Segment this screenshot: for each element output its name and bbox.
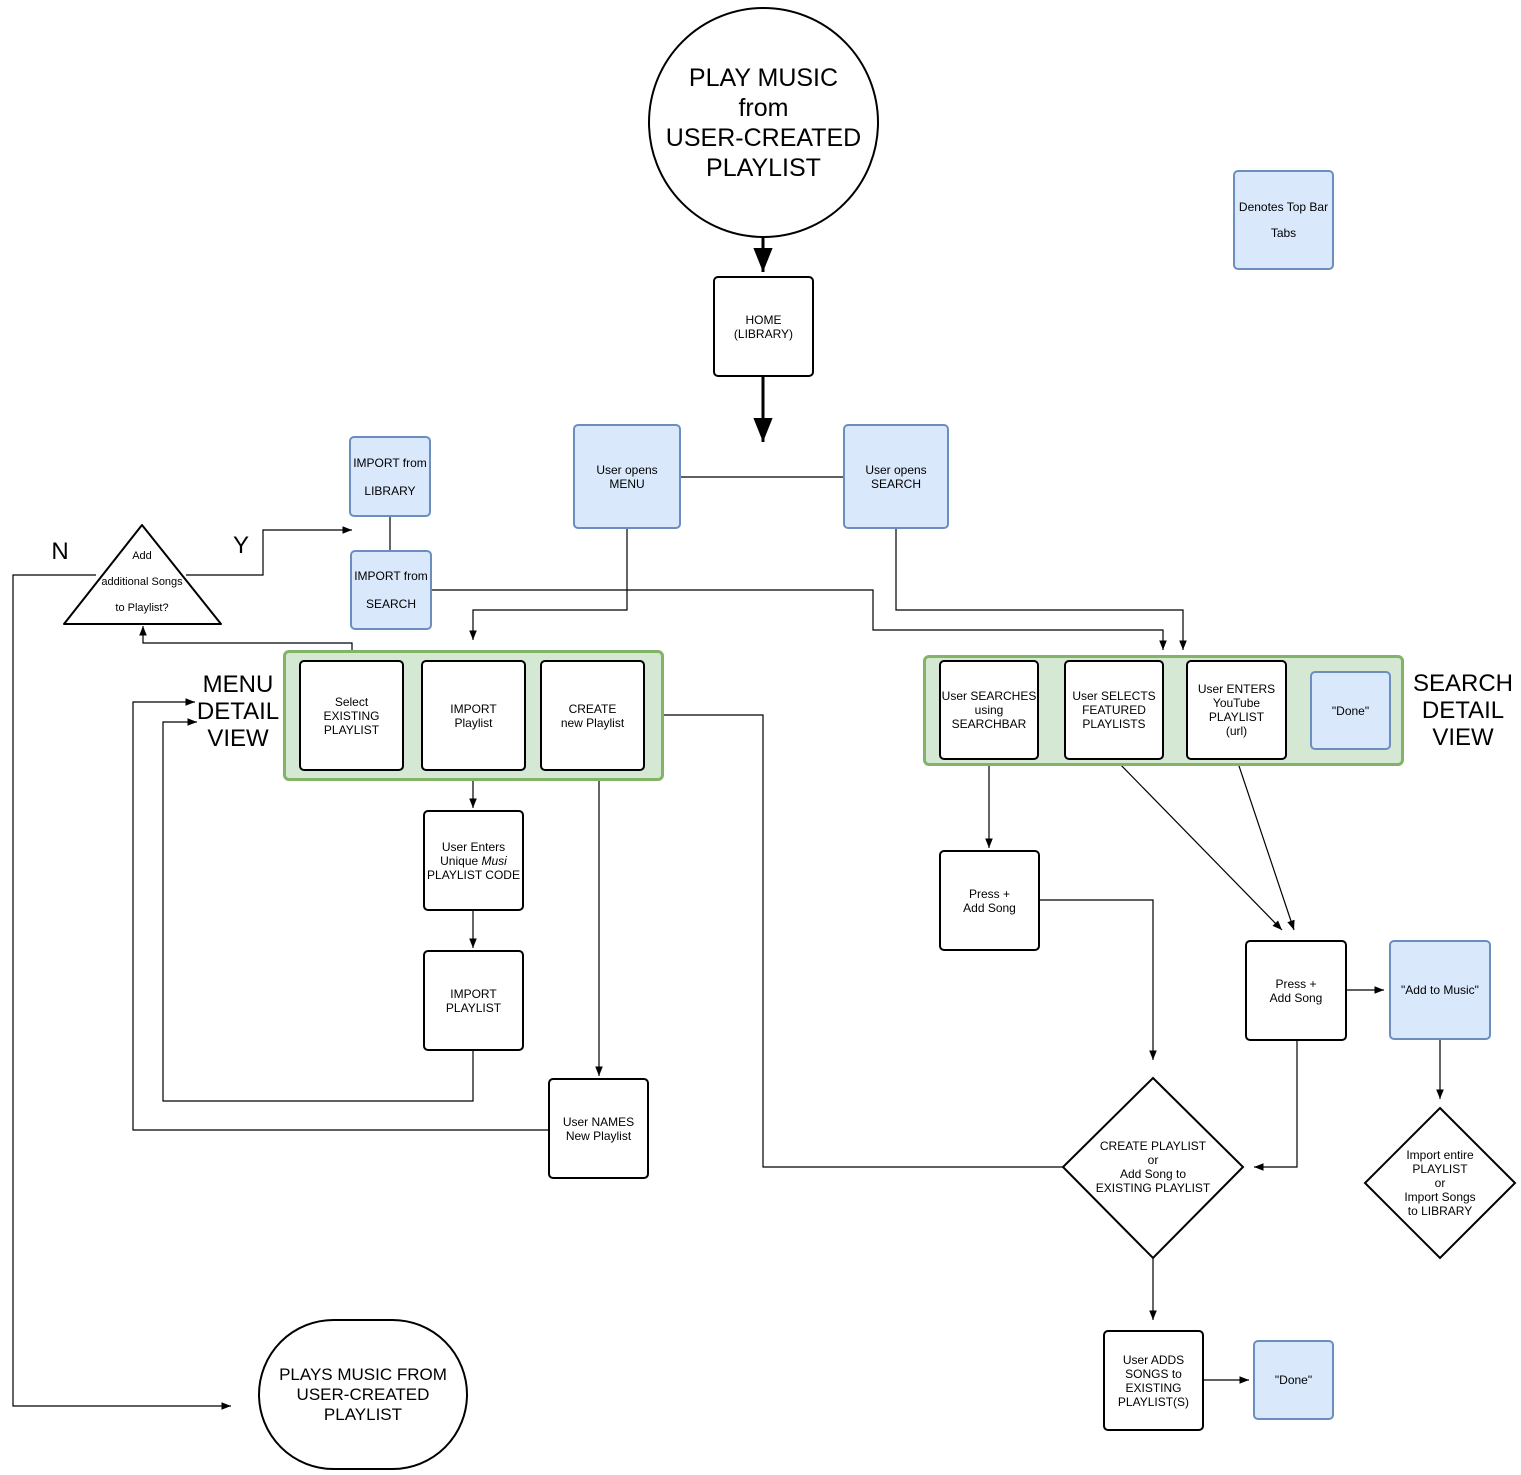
arrow-featured-add <box>1115 759 1283 931</box>
enter-code-line3: PLAYLIST CODE <box>427 867 520 882</box>
arrow-menu-detail <box>469 529 628 640</box>
import-choice-diamond <box>1363 1106 1517 1260</box>
arrow-names-back <box>132 698 548 1131</box>
create-or-add-diamond <box>1061 1076 1245 1260</box>
no-label: N <box>51 538 69 565</box>
add-songs-decision-label: Add additional Songs to Playlist? <box>101 549 183 614</box>
start-node: PLAY MUSIC from USER-CREATED PLAYLIST <box>648 7 879 238</box>
create-new-playlist-tab: CREATE new Playlist <box>540 660 645 771</box>
arrow-addright-decision <box>1254 1041 1298 1171</box>
arrow-addleft-decision <box>1040 899 1157 1060</box>
home-library-node: HOME (LIBRARY) <box>713 276 814 377</box>
arrow-decision-create <box>646 711 1063 1168</box>
select-existing-playlist-tab: Select EXISTING PLAYLIST <box>299 660 404 771</box>
arrow-importsearch-detail <box>431 589 1167 650</box>
end-node: PLAYS MUSIC FROM USER-CREATED PLAYLIST <box>258 1319 468 1470</box>
legend-top-bar-tabs: Denotes Top Bar Tabs <box>1233 170 1334 270</box>
adds-songs-existing-node: User ADDS SONGS to EXISTING PLAYLIST(S) <box>1103 1330 1204 1431</box>
open-search-node: User opens SEARCH <box>843 424 949 529</box>
press-add-song-right-node: Press + Add Song <box>1245 940 1347 1041</box>
arrow-import-back <box>162 718 474 1102</box>
youtube-playlist-tab: User ENTERS YouTube PLAYLIST (url) <box>1186 660 1287 760</box>
arrow-yes <box>186 526 352 576</box>
names-new-playlist-node: User NAMES New Playlist <box>548 1078 649 1179</box>
add-to-music-button: "Add to Music" <box>1389 940 1491 1040</box>
import-from-library-node: IMPORT from LIBRARY <box>349 436 431 517</box>
create-or-add-decision-label: CREATE PLAYLIST or Add Song to EXISTING … <box>1095 1139 1211 1195</box>
open-menu-node: User opens MENU <box>573 424 681 529</box>
bottom-done-button: "Done" <box>1253 1340 1334 1420</box>
yes-label: Y <box>232 532 249 559</box>
arrow-no <box>12 574 231 1410</box>
searchbar-tab: User SEARCHES using SEARCHBAR <box>939 660 1039 760</box>
featured-playlists-tab: User SELECTS FEATURED PLAYLISTS <box>1064 660 1164 760</box>
import-from-search-node: IMPORT from SEARCH <box>350 550 432 630</box>
add-songs-triangle <box>63 524 222 625</box>
import-playlist-tab: IMPORT Playlist <box>421 660 526 771</box>
import-choice-decision-label: Import entire PLAYLIST or Import Songs t… <box>1404 1148 1476 1218</box>
search-done-button: "Done" <box>1310 671 1391 750</box>
menu-detail-view-label: MENU DETAIL VIEW <box>196 671 280 752</box>
arrow-search-detail <box>895 529 1187 650</box>
search-detail-view-label: SEARCH DETAIL VIEW <box>1412 670 1514 751</box>
arrow-youtube-add <box>1236 759 1295 931</box>
enter-playlist-code-node: User Enters Unique Musi PLAYLIST CODE <box>423 810 524 911</box>
press-add-song-left-node: Press + Add Song <box>939 850 1040 951</box>
enter-code-line2: Unique Musi <box>440 853 507 868</box>
enter-code-line1: User Enters <box>441 839 506 854</box>
import-playlist-node: IMPORT PLAYLIST <box>423 950 524 1051</box>
